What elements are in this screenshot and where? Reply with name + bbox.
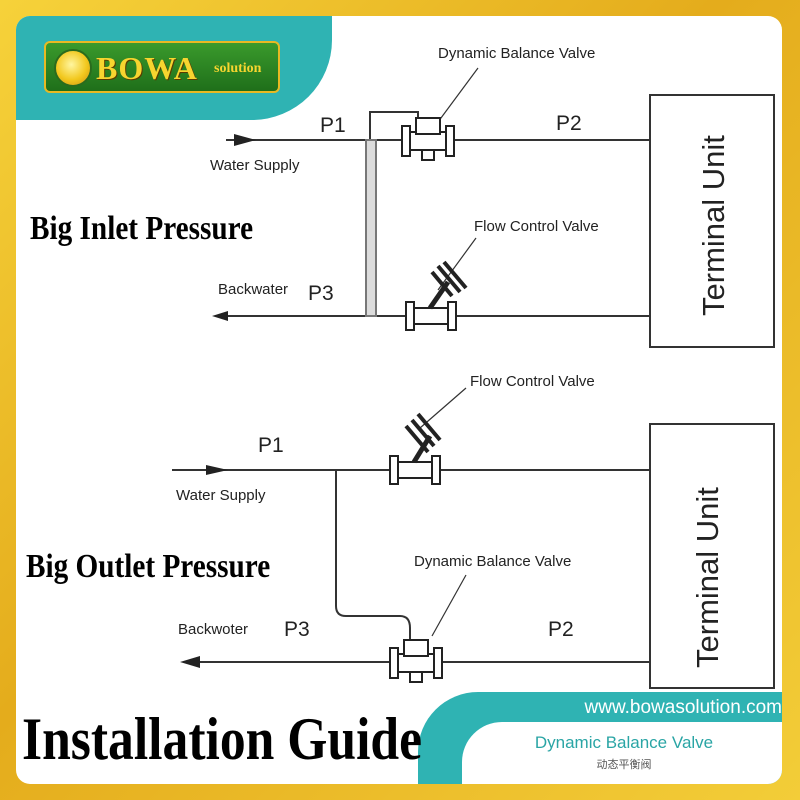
bottom-water-supply-label: Water Supply [176, 487, 266, 504]
bottom-p1-label: P1 [258, 434, 284, 457]
bottom-fcv-label: Flow Control Valve [470, 373, 595, 390]
top-riser-pipe [365, 139, 377, 317]
product-title-cn: 动态平衡阀 [596, 759, 652, 771]
brand-name: BOWA [96, 50, 198, 86]
top-water-supply-label: Water Supply [210, 157, 300, 174]
top-fcv-leader [437, 237, 477, 291]
top-p2-label: P2 [556, 112, 582, 135]
bottom-backwater-label: Backwoter [178, 621, 248, 638]
bottom-dbv-leader [431, 574, 467, 637]
bottom-return-arrow-icon [180, 656, 200, 668]
top-backwater-label: Backwater [218, 281, 288, 298]
bottom-p3-label: P3 [284, 618, 310, 641]
bottom-terminal-label: Terminal Unit [690, 487, 725, 668]
sun-logo-icon [54, 49, 92, 87]
inlet-heading: Big Inlet Pressure [30, 210, 254, 247]
top-p1-label: P1 [320, 114, 346, 137]
top-fcv-label: Flow Control Valve [474, 218, 599, 235]
bottom-bypass-pipe [335, 470, 411, 650]
top-dynamic-balance-valve-icon [401, 117, 455, 161]
top-dbv-leader [437, 67, 479, 123]
bottom-terminal-box [649, 423, 775, 689]
bottom-dynamic-balance-valve-icon [389, 639, 443, 683]
bottom-dbv-label: Dynamic Balance Valve [414, 553, 571, 570]
top-terminal-box [649, 94, 775, 348]
top-dbv-label: Dynamic Balance Valve [438, 45, 595, 62]
product-title: Dynamic Balance Valve [534, 733, 714, 752]
top-return-arrow-icon [212, 311, 228, 321]
product-card [462, 722, 782, 784]
bottom-flow-control-valve-icon [389, 412, 442, 485]
bottom-supply-arrow-icon [206, 465, 228, 475]
top-terminal-label: Terminal Unit [696, 135, 731, 316]
top-supply-arrow-icon [234, 134, 256, 146]
top-flow-control-valve-icon [405, 260, 468, 331]
bottom-fcv-leader [419, 387, 467, 429]
top-p3-label: P3 [308, 282, 334, 305]
website-url: www.bowasolution.com [584, 697, 782, 718]
installation-guide-title: Installation Guide [22, 706, 423, 772]
bottom-p2-label: P2 [548, 618, 574, 641]
brand-logo: BOWA solution [44, 41, 280, 93]
outlet-heading: Big Outlet Pressure [26, 548, 271, 585]
brand-sub: solution [214, 61, 262, 76]
